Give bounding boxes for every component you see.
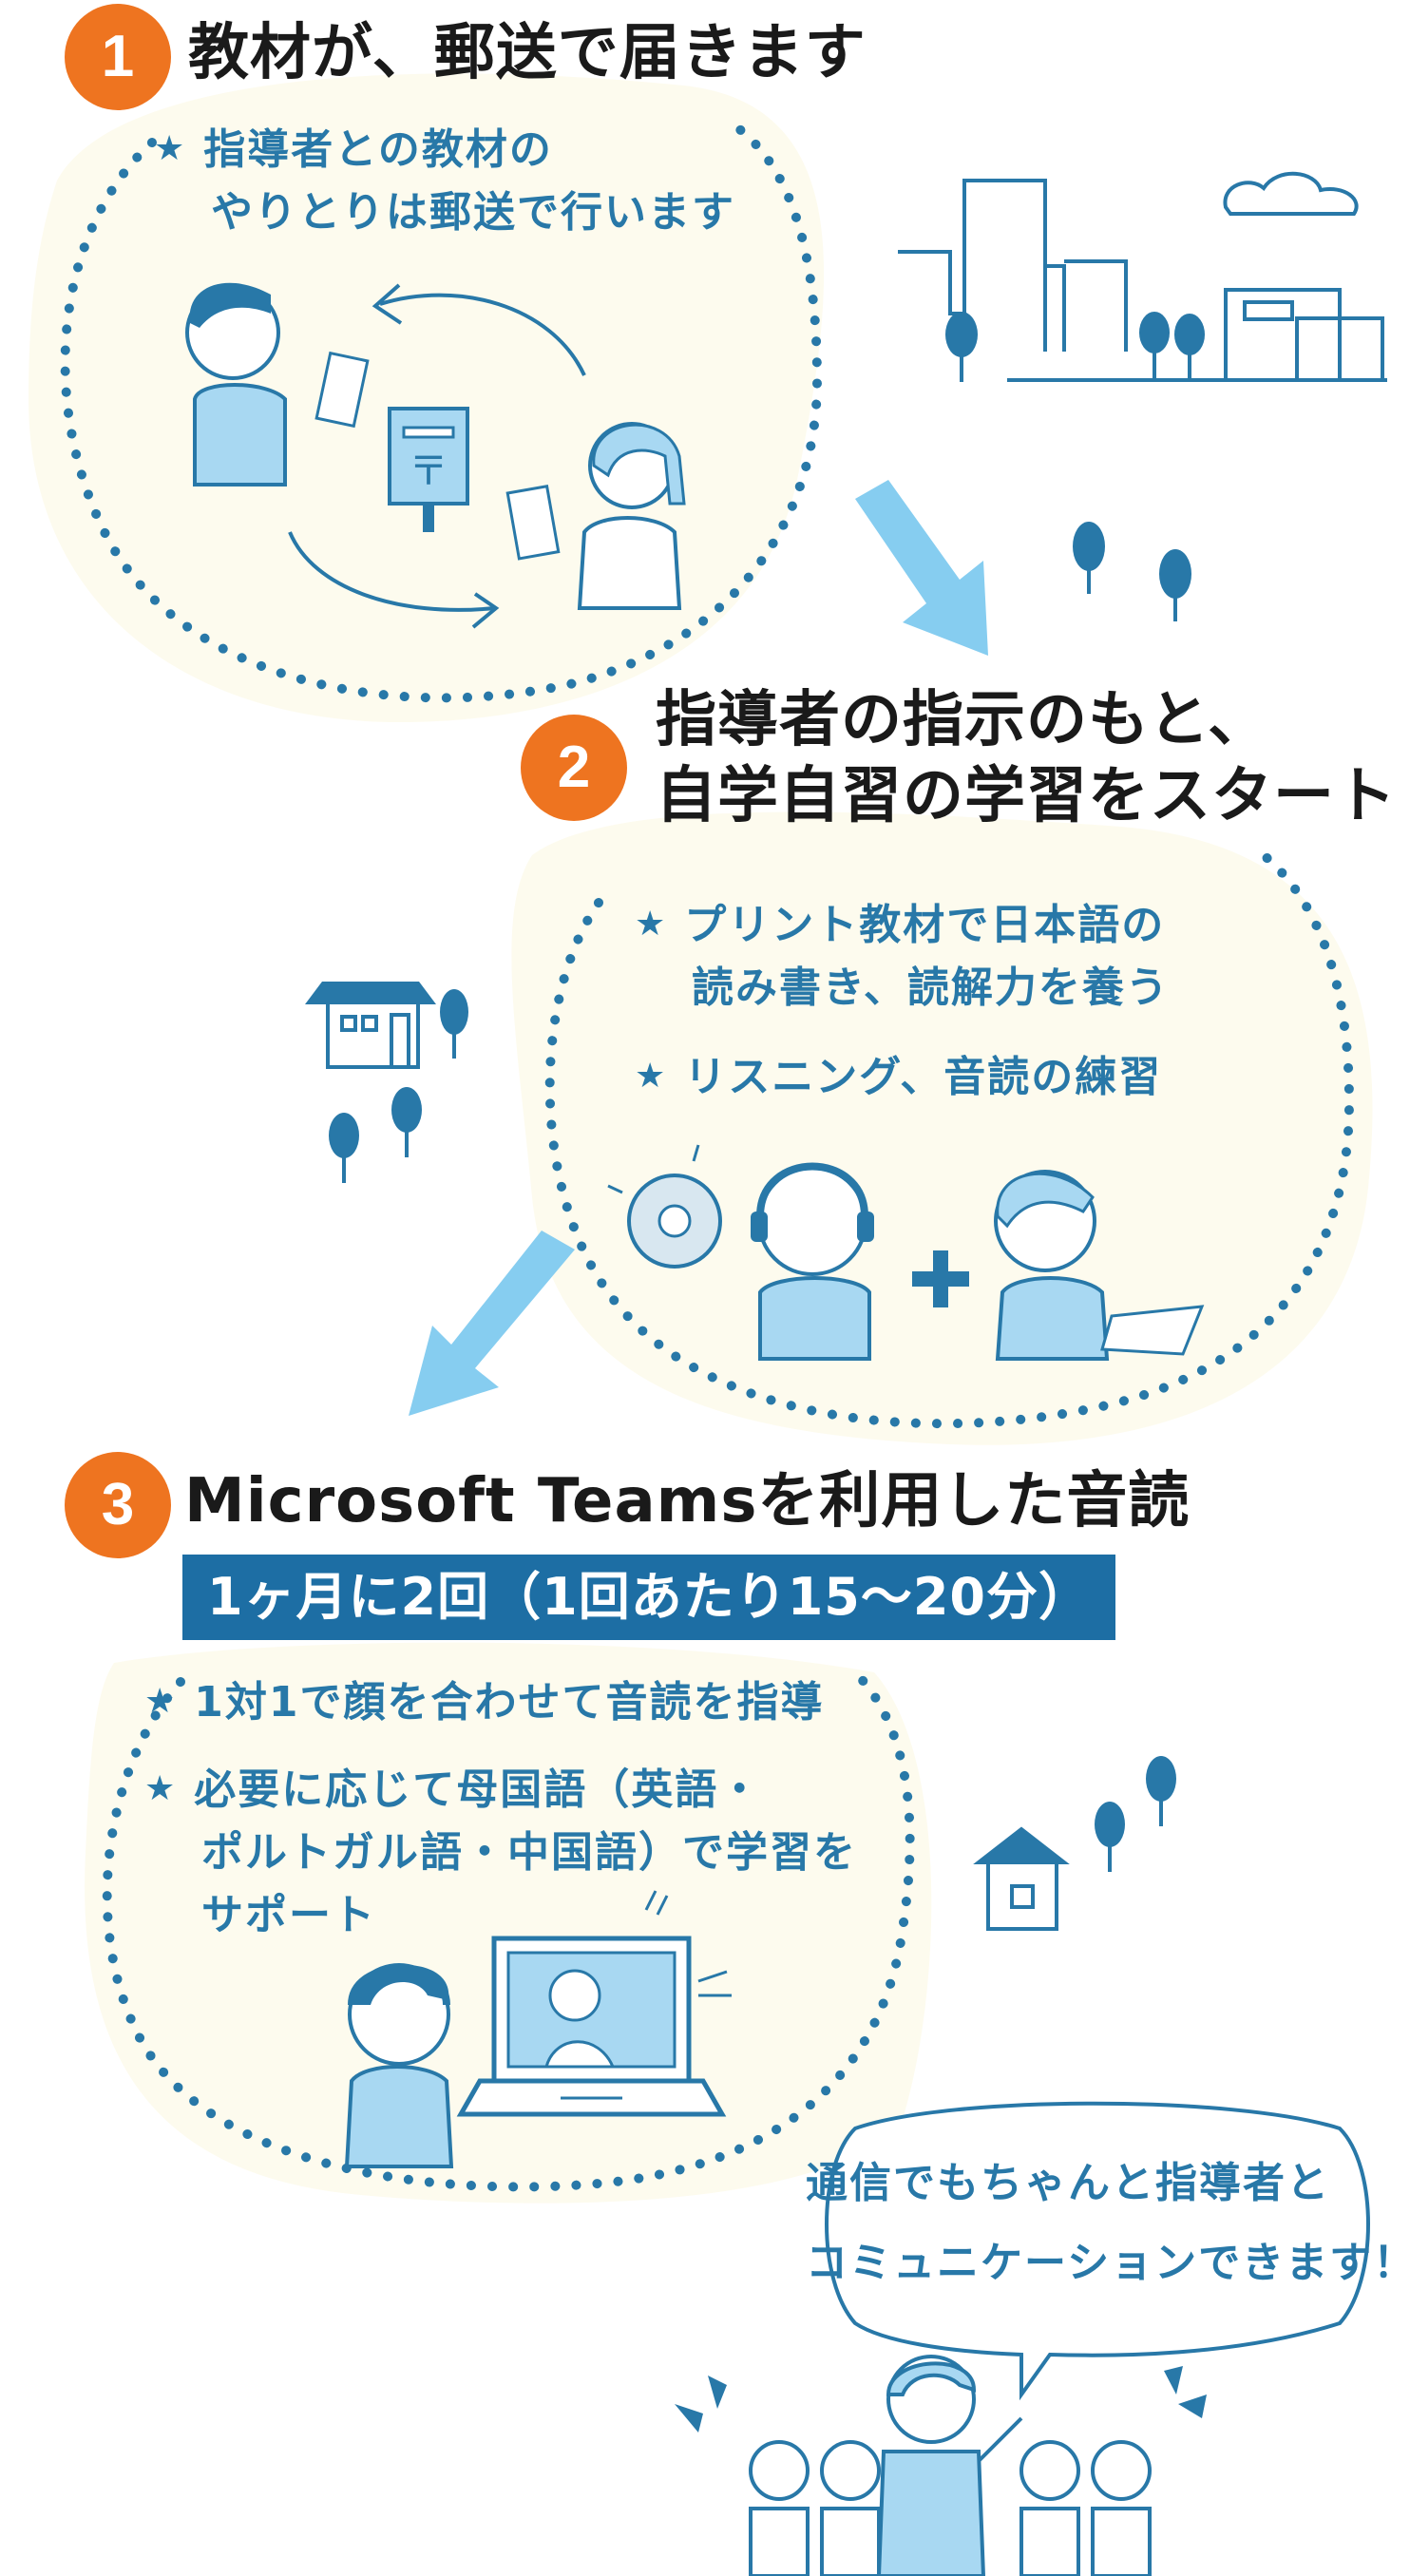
step-2-badge: 2 <box>521 715 627 821</box>
star-icon: ★ <box>635 905 668 944</box>
star-icon: ★ <box>635 1057 668 1096</box>
speech-bubble-line-2: コミュニケーションできます！ <box>806 2239 1410 2287</box>
flow-arrow-icon <box>855 480 988 656</box>
tree-icon <box>1073 522 1191 621</box>
step1-dotted-circle <box>60 119 823 703</box>
frequency-banner: 1ヶ月に2回（1回あたり15〜20分） <box>182 1555 1115 1640</box>
house-icon <box>305 982 436 1069</box>
star-icon: ★ <box>144 1769 178 1808</box>
step-2-title-line-1: 指導者の指示のもと、 <box>656 685 1270 755</box>
star-icon: ★ <box>144 1682 178 1721</box>
step-2-title-line-2: 自学自習の学習をスタート <box>656 761 1397 831</box>
step-1-badge: 1 <box>65 4 171 110</box>
mailbox-icon: 〒 <box>388 407 469 532</box>
person-icon <box>185 282 370 487</box>
step-3-badge: 3 <box>65 1452 171 1558</box>
step-3-title: Microsoft Teamsを利用した音読 <box>184 1466 1191 1536</box>
star-icon: ★ <box>154 129 187 168</box>
step-2-title: 指導者の指示のもと、 自学自習の学習をスタート <box>656 682 1397 834</box>
flow-arrow-icon <box>409 1231 575 1416</box>
house-icon <box>973 1826 1070 1931</box>
tree-icon <box>1095 1756 1176 1872</box>
speech-bubble-icon <box>825 2101 1370 2401</box>
step3-dotted-circle <box>102 1668 915 2192</box>
flow-arrow-icon <box>379 293 586 376</box>
person-icon <box>505 422 686 610</box>
tree-icon <box>329 989 468 1183</box>
laptop-icon <box>456 1890 732 2117</box>
step-3-bullet-2: ★必要に応じて母国語（英語・ ポルトガル語・中国語）で学習を サポート <box>144 1758 857 1947</box>
speech-bubble-text: 通信でもちゃんと指導者と コミュニケーションできます！ <box>806 2144 1410 2303</box>
crowd-illustration <box>749 2355 1152 2576</box>
flow-arrow-icon <box>288 531 495 612</box>
step3-cream-blob <box>85 1642 932 2204</box>
svg-text:〒: 〒 <box>409 448 448 494</box>
plus-icon <box>912 1250 969 1307</box>
person-icon <box>344 1963 454 2168</box>
step-2-bullet-2: ★リスニング、音読の練習 <box>635 1045 1162 1109</box>
speech-bubble-line-1: 通信でもちゃんと指導者と <box>806 2159 1330 2207</box>
person-icon <box>994 1170 1205 1361</box>
headphones-icon <box>751 1162 874 1361</box>
step2-dotted-circle <box>544 850 1355 1429</box>
sparkle-marks <box>675 2366 1207 2433</box>
step-3-bullet-1: ★1対1で顔を合わせて音読を指導 <box>144 1670 825 1734</box>
cd-icon <box>607 1144 722 1269</box>
tree-icon <box>945 312 1205 382</box>
step2-cream-blob <box>511 811 1373 1445</box>
step-1-bullet-1: ★指導者との教材の やりとりは郵送で行います <box>154 118 735 244</box>
step-2-bullet-1: ★プリント教材で日本語の 読み書き、読解力を養う <box>635 893 1170 1020</box>
cloud-icon <box>1223 171 1359 216</box>
step-1-title: 教材が、郵送で届きます <box>188 18 867 88</box>
